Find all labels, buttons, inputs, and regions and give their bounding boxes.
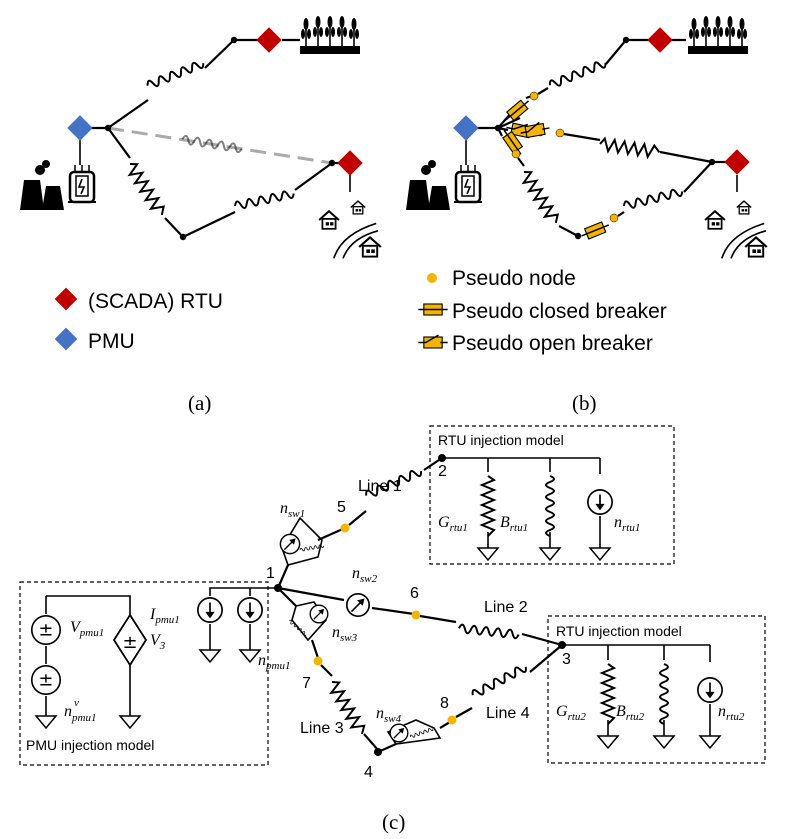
pmu-model-box — [19, 581, 269, 766]
farm-icon — [299, 15, 361, 55]
n-v-pmu1-label: npmu1 — [64, 703, 96, 724]
line-4-label: Line 4 — [486, 705, 530, 722]
pmu-diamond-a — [67, 115, 93, 141]
closed-breaker-icon — [417, 303, 449, 316]
line-3-label: Line 3 — [300, 720, 344, 737]
open-line-a — [107, 126, 333, 165]
legend-pmu-label: PMU — [88, 330, 135, 353]
i-pmu1-label: Ipmu1 — [149, 606, 180, 626]
n-sw2-label: nsw2 — [352, 565, 378, 585]
node-6-label: 6 — [410, 585, 419, 602]
line-1-label: Line 1 — [358, 478, 402, 495]
house-icon — [736, 200, 752, 215]
n-sw3-label: nsw3 — [332, 624, 358, 644]
rtu-model-box-1 — [429, 425, 675, 565]
node-3-label: 3 — [562, 651, 571, 668]
node-4-label: 4 — [364, 764, 373, 781]
open-breaker-icon — [417, 334, 449, 349]
pmu-model-label: PMU injection model — [26, 737, 154, 753]
v-superscript: v — [74, 697, 79, 709]
b-rtu2-label: Brtu2 — [616, 703, 645, 723]
legend-b: Pseudo node Pseudo closed breaker Pseudo… — [417, 267, 667, 355]
house-icon — [704, 210, 726, 230]
g-rtu2-label: Grtu2 — [556, 703, 586, 723]
node-7-label: 7 — [302, 675, 311, 692]
panel-a — [18, 15, 382, 260]
open-line-coil-a — [180, 134, 244, 154]
line-2-label: Line 2 — [484, 599, 528, 616]
house-icon — [358, 236, 382, 258]
house-icon — [318, 210, 340, 230]
rtu-model-box-2 — [547, 615, 766, 764]
rtu-diamond-b2 — [724, 149, 750, 175]
legend-pseudo-node: Pseudo node — [452, 267, 576, 290]
legend-closed-breaker: Pseudo closed breaker — [452, 300, 667, 323]
pseudo-node-icon — [427, 273, 437, 283]
v-pmu1-label: Vpmu1 — [70, 619, 104, 639]
rtu-diamond-a1 — [256, 27, 282, 53]
power-plant-icon — [404, 158, 484, 212]
rtu-diamond-a2 — [337, 150, 363, 176]
svg-text:±: ± — [122, 632, 137, 653]
n-sw4-label: nsw4 — [376, 705, 402, 725]
node-8-label: 8 — [440, 695, 449, 712]
n-pmu1-label: npmu1 — [258, 652, 290, 672]
panel-a-caption: (a) — [188, 391, 211, 415]
b-rtu1-label: Brtu1 — [500, 514, 528, 534]
rtu-diamond-b1 — [647, 27, 673, 53]
v3-label: V3 — [150, 632, 166, 652]
panel-b-caption: (b) — [572, 391, 597, 415]
n-sw1-label: nsw1 — [280, 500, 305, 520]
panel-b — [404, 15, 768, 260]
pmu-diamond-b — [453, 115, 479, 141]
pmu-legend-icon — [54, 327, 78, 351]
legend-open-breaker: Pseudo open breaker — [452, 332, 653, 355]
node-5-label: 5 — [337, 499, 346, 516]
power-plant-icon — [18, 158, 98, 212]
panel-c-caption: (c) — [382, 810, 405, 834]
n-rtu2-label: nrtu2 — [718, 703, 745, 723]
rtu-model-label-2: RTU injection model — [556, 623, 682, 639]
legend-rtu-label: (SCADA) RTU — [88, 290, 223, 313]
legend-a: (SCADA) RTU PMU — [54, 287, 223, 353]
node-2-label: 2 — [438, 463, 447, 480]
farm-icon — [687, 15, 749, 55]
house-icon — [744, 236, 768, 258]
g-rtu1-label: Grtu1 — [438, 514, 468, 534]
n-rtu1-label: nrtu1 — [614, 514, 640, 534]
rtu-model-label-1: RTU injection model — [438, 432, 564, 448]
house-icon — [350, 200, 366, 215]
rtu-legend-icon — [54, 287, 78, 311]
node-1-label: 1 — [266, 565, 275, 582]
panel-c: RTU injection model RTU injection model … — [19, 425, 766, 781]
